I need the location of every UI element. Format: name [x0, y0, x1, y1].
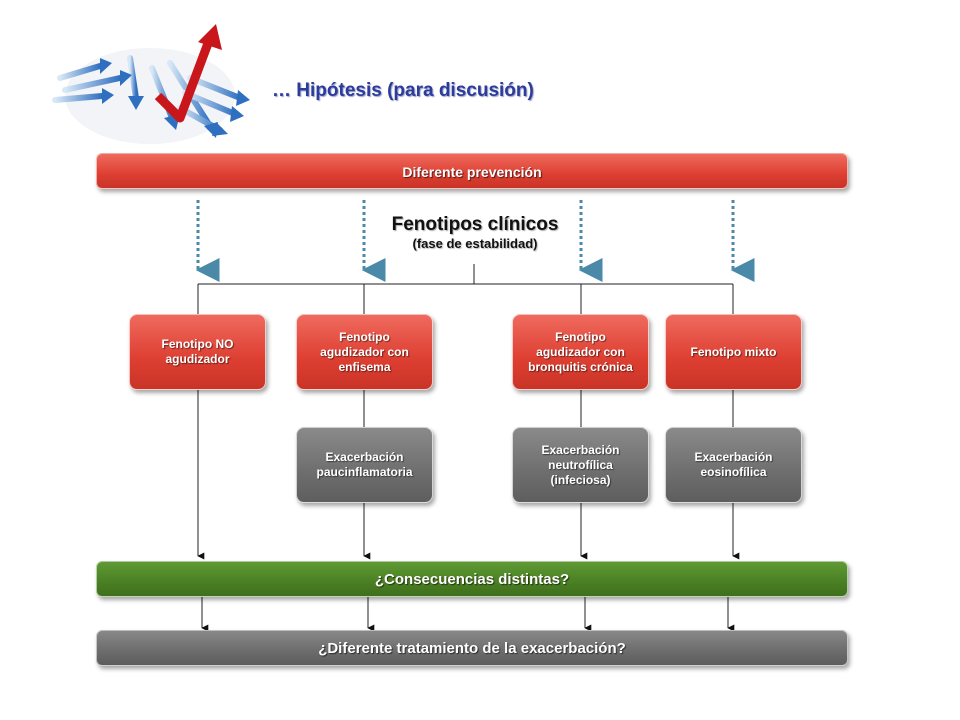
arrows-logo-icon	[52, 24, 250, 144]
phenotypes-subtitle: (fase de estabilidad)	[412, 236, 538, 251]
exacerbation-box: Exacerbación neutrofílica (infeciosa)	[512, 427, 649, 503]
page-title: … Hipótesis (para discusión)	[272, 80, 534, 101]
phenotype-box: Fenotipo agudizador con bronquitis cróni…	[512, 314, 649, 390]
phenotype-box: Fenotipo agudizador con enfisema	[296, 314, 433, 390]
phenotypes-heading: Fenotipos clínicos (fase de estabilidad)	[330, 214, 620, 251]
phenotypes-title: Fenotipos clínicos	[391, 214, 559, 235]
exacerbation-box: Exacerbación paucinflamatoria	[296, 427, 433, 503]
treatment-bar: ¿Diferente tratamiento de la exacerbació…	[96, 630, 848, 666]
phenotype-box: Fenotipo NO agudizador	[129, 314, 266, 390]
consequences-bar: ¿Consecuencias distintas?	[96, 561, 848, 597]
prevention-bar: Diferente prevención	[96, 153, 848, 189]
exacerbation-box: Exacerbación eosinofílica	[665, 427, 802, 503]
phenotype-box: Fenotipo mixto	[665, 314, 802, 390]
